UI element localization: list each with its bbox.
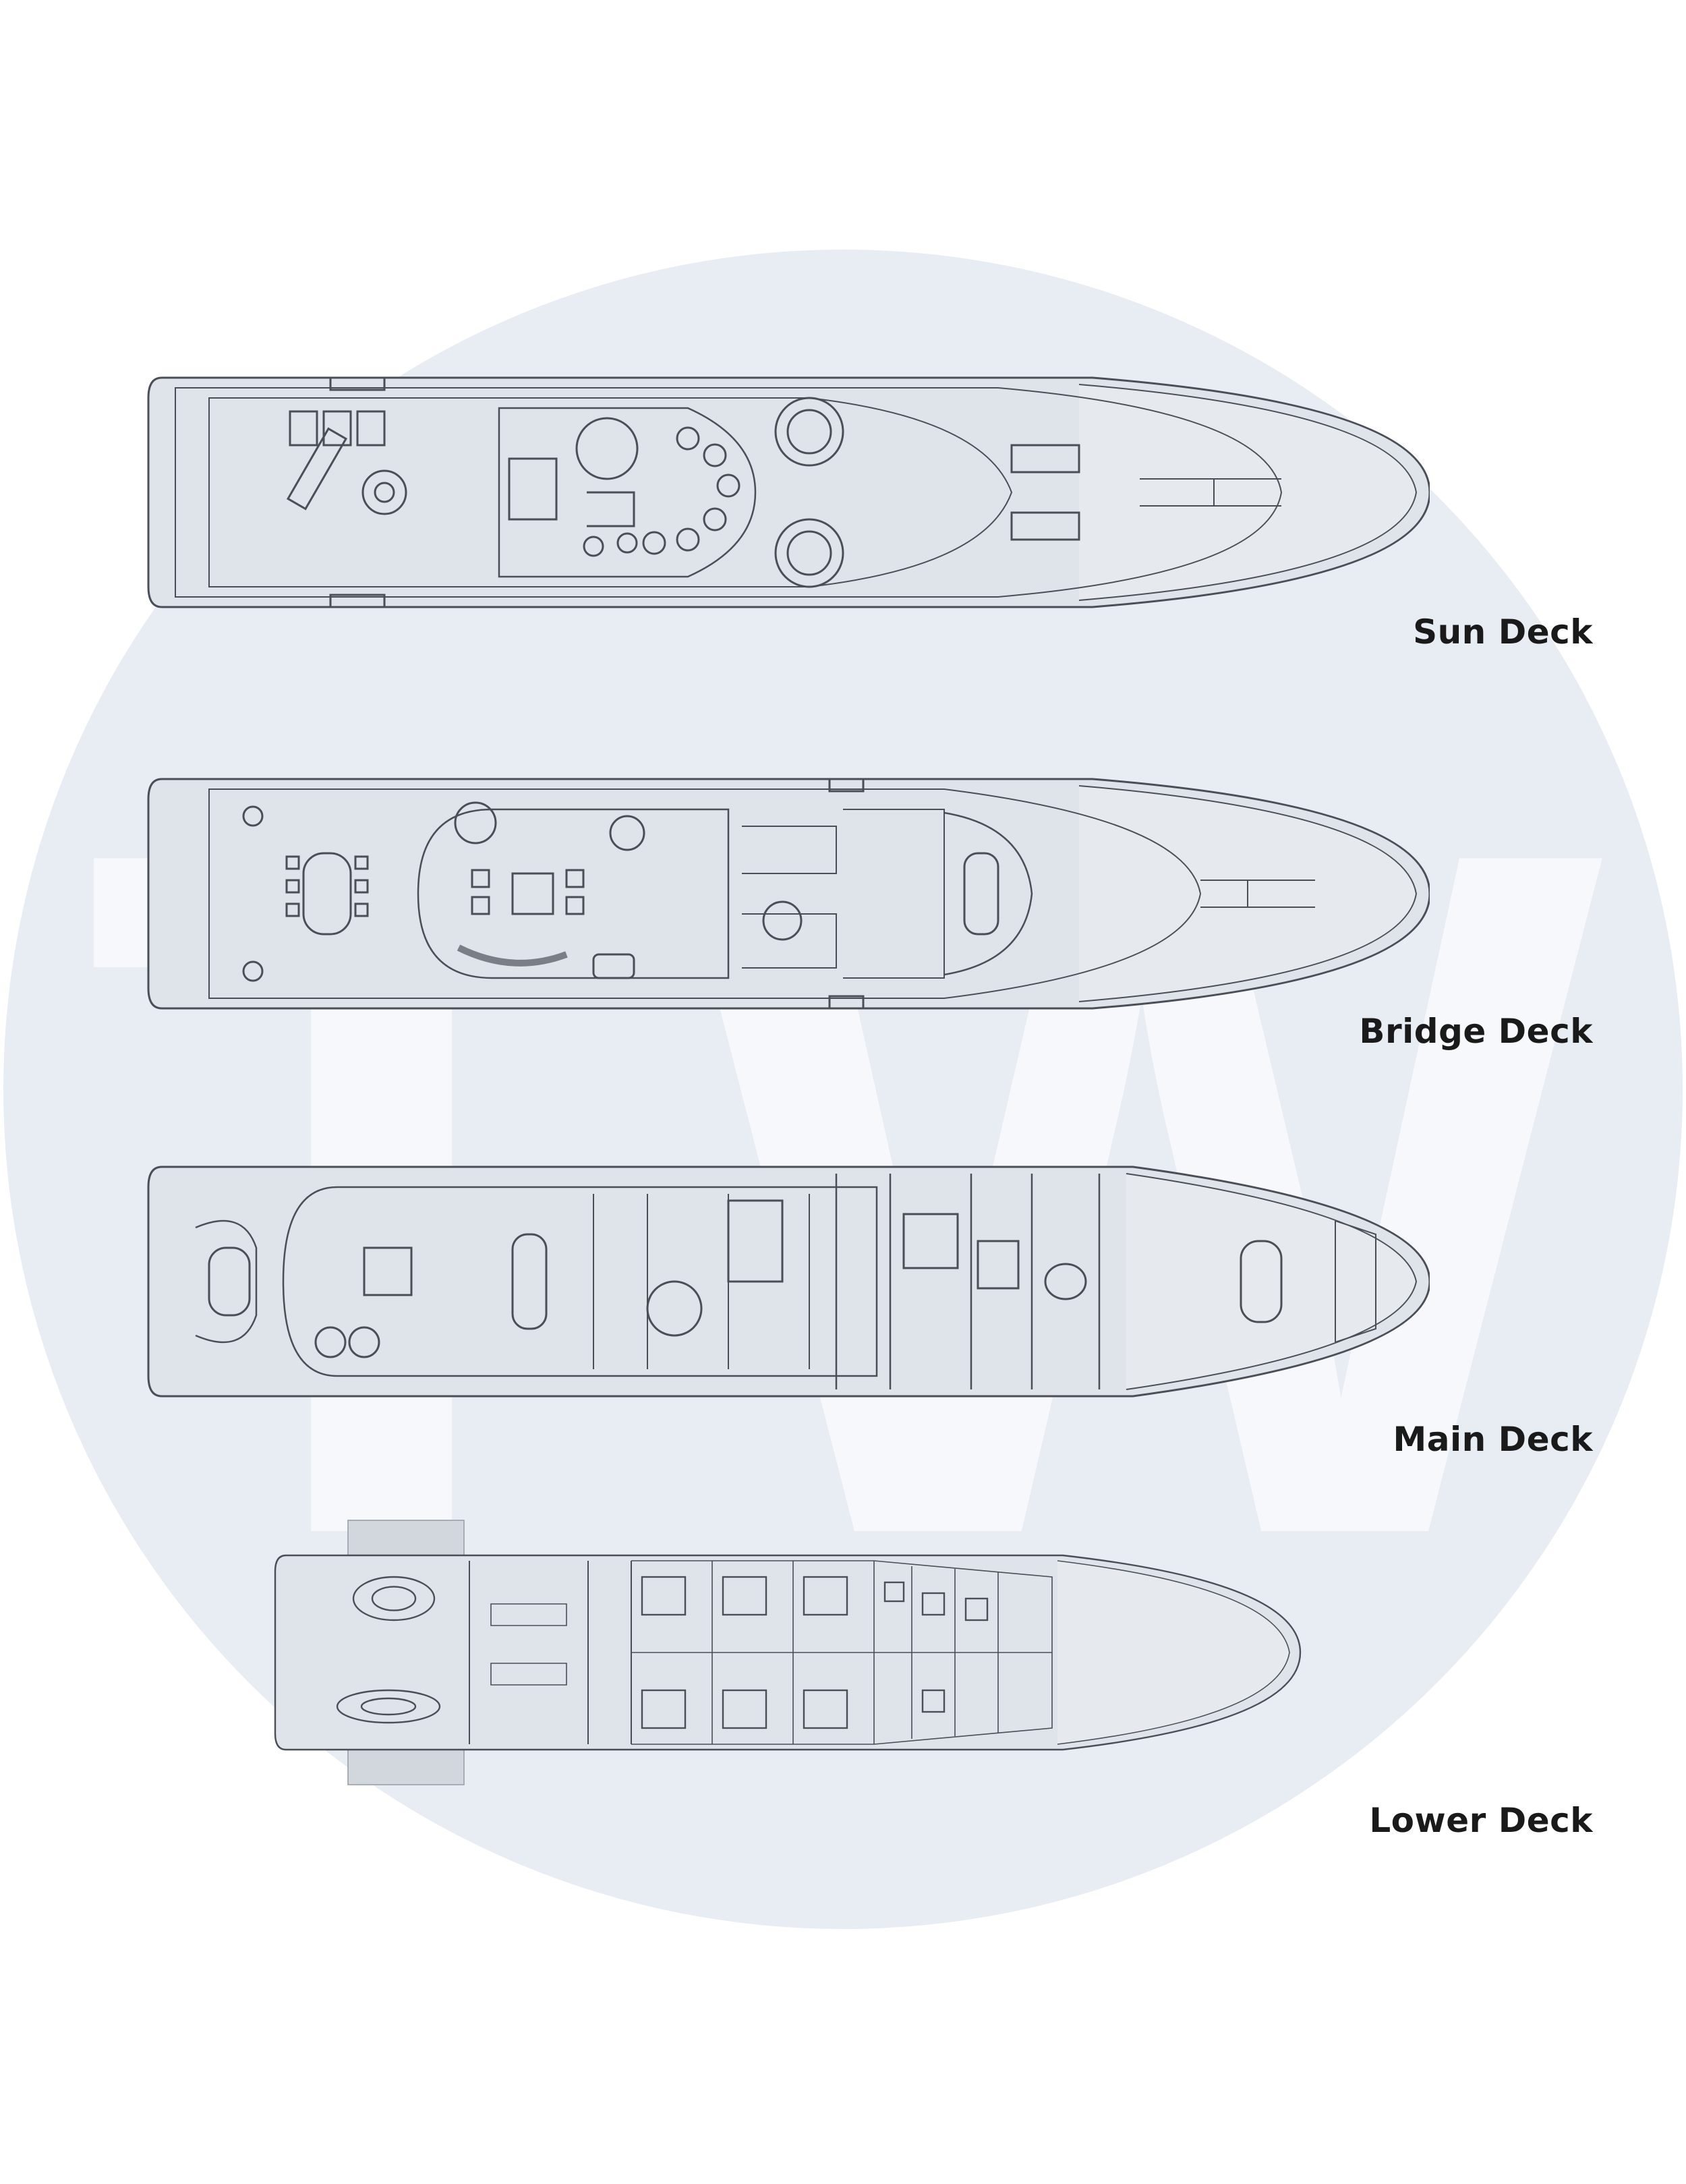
sun-deck-label: Sun Deck bbox=[1413, 612, 1593, 652]
bridge-deck-plan bbox=[135, 759, 1430, 1029]
main-deck-label: Main Deck bbox=[1393, 1420, 1593, 1459]
sun-deck-plan bbox=[135, 357, 1430, 627]
main-deck-plan bbox=[135, 1147, 1430, 1416]
lower-deck-label: Lower Deck bbox=[1369, 1801, 1593, 1840]
bridge-deck-label: Bridge Deck bbox=[1359, 1012, 1593, 1051]
lower-deck-plan bbox=[135, 1518, 1430, 1787]
